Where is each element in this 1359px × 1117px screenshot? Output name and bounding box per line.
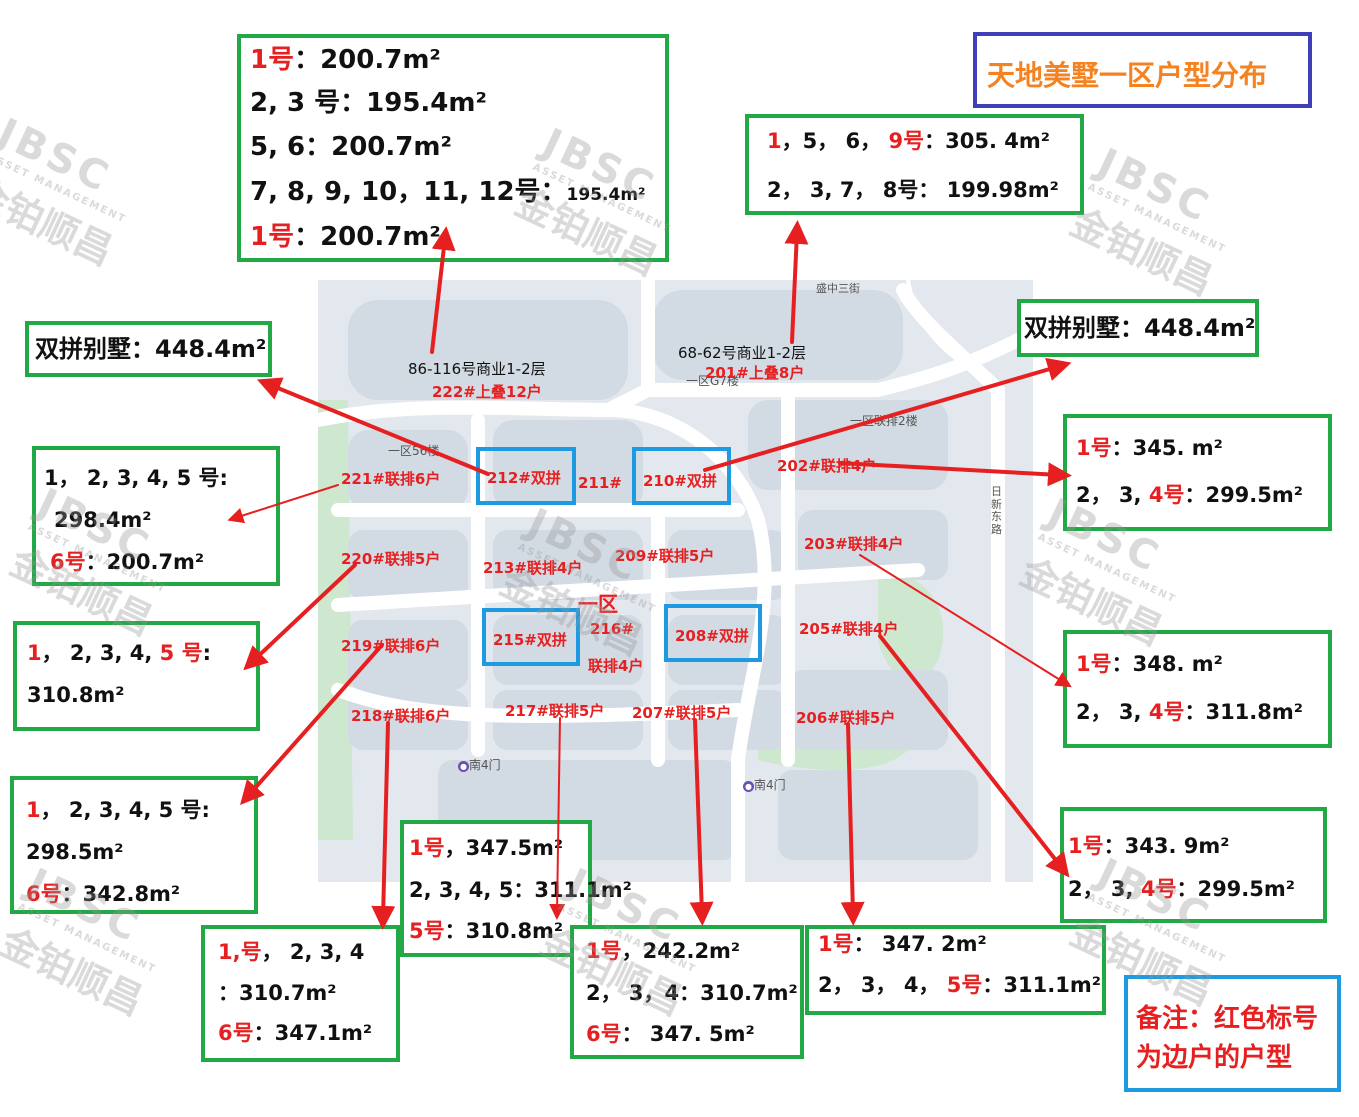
zone-label: 一区 xyxy=(578,592,618,616)
building-205: 205#联排4户 xyxy=(799,620,899,638)
info-box-left-3: 1， 2, 3, 4, 5 号: 298.5m² 6号：342.8m² xyxy=(10,776,258,914)
building-221: 221#联排6户 xyxy=(341,470,441,488)
note-box: 备注：红色标号 为边户的户型 xyxy=(1124,975,1341,1092)
info-box-top-center: 1号：200.7m² 2, 3 号：195.4m² 5, 6：200.7m² 7… xyxy=(237,34,669,262)
info-box-left-1: 1， 2, 3, 4, 5 号: 298.4m² 6号：200.7m² xyxy=(32,446,280,586)
commercial-left-line1: 86-116号商业1-2层 xyxy=(408,360,546,378)
building-212: 212#双拼 xyxy=(487,469,561,487)
info-box-duplex-right: 双拼别墅：448.4m² xyxy=(1017,299,1259,357)
info-box-right-2: 1号：348. m² 2， 3, 4号：311.8m² xyxy=(1063,630,1332,748)
building-208: 208#双拼 xyxy=(675,627,749,645)
info-box-bottom-3: 1号，242.2m² 2， 3，4：310.7m² 6号： 347. 5m² xyxy=(570,925,804,1059)
building-213: 213#联排4户 xyxy=(483,559,583,577)
building-216b: 联排4户 xyxy=(588,657,644,675)
commercial-right-line1: 68-62号商业1-2层 xyxy=(678,344,807,362)
highlight-212 xyxy=(476,447,576,505)
bg-label-1: 一区56楼 xyxy=(388,444,440,458)
highlight-215 xyxy=(482,608,580,666)
building-207: 207#联排5户 xyxy=(632,704,732,722)
road-label-right: 日新东路 xyxy=(991,485,1002,536)
building-209: 209#联排5户 xyxy=(615,547,715,565)
highlight-210 xyxy=(632,447,731,505)
commercial-left-line2: 222#上叠12户 xyxy=(432,383,542,401)
building-219: 219#联排6户 xyxy=(341,637,441,655)
gate-label-2: ●南4门 xyxy=(743,778,786,792)
gate-label-1: ●南4门 xyxy=(458,758,501,772)
park-left xyxy=(318,400,353,840)
info-box-bottom-2: 1号，347.5m² 2, 3, 4, 5：311.1m² 5号：310.8m² xyxy=(400,820,632,957)
note-line-2: 为边户的户型 xyxy=(1136,1043,1293,1073)
bg-label-3: 一区联排2楼 xyxy=(850,414,918,428)
metro-icon: ● xyxy=(743,781,754,792)
building-203: 203#联排4户 xyxy=(804,535,904,553)
info-box-duplex-left: 双拼别墅：448.4m² xyxy=(25,321,272,377)
page-title: 天地美墅一区户型分布 xyxy=(987,59,1268,92)
highlight-208 xyxy=(664,604,762,662)
building-211: 211# xyxy=(578,474,622,492)
info-box-bottom-4: 1号： 347. 2m² 2， 3， 4， 5号：311.1m² xyxy=(805,925,1106,1015)
commercial-right-line2: 201#上叠8户 xyxy=(705,364,805,382)
note-line-1: 备注：红色标号 xyxy=(1136,1004,1319,1034)
info-box-right-3: 1号：343. 9m² 2， 3, 4号：299.5m² xyxy=(1060,807,1327,923)
info-box-bottom-1: 1,号， 2, 3, 4 ：310.7m² 6号：347.1m² xyxy=(201,925,400,1062)
building-217: 217#联排5户 xyxy=(505,702,605,720)
building-202: 202#联排4户 xyxy=(777,457,877,475)
building-215: 215#双拼 xyxy=(493,631,567,649)
road-label-top: 盛中三街 xyxy=(816,282,860,295)
info-box-top-right: 1，5， 6， 9号：305. 4m² 2， 3, 7， 8号： 199.98m… xyxy=(745,114,1084,215)
building-216a: 216# xyxy=(590,620,634,638)
building-220: 220#联排5户 xyxy=(341,550,441,568)
info-box-left-2: 1， 2, 3, 4, 5 号: 310.8m² xyxy=(13,621,260,731)
building-218: 218#联排6户 xyxy=(351,707,451,725)
title-box: 天地美墅一区户型分布 xyxy=(973,32,1312,108)
info-box-right-1: 1号：345. m² 2， 3, 4号：299.5m² xyxy=(1063,414,1332,531)
building-206: 206#联排5户 xyxy=(796,709,896,727)
building-210: 210#双拼 xyxy=(643,472,717,490)
metro-icon: ● xyxy=(458,761,469,772)
